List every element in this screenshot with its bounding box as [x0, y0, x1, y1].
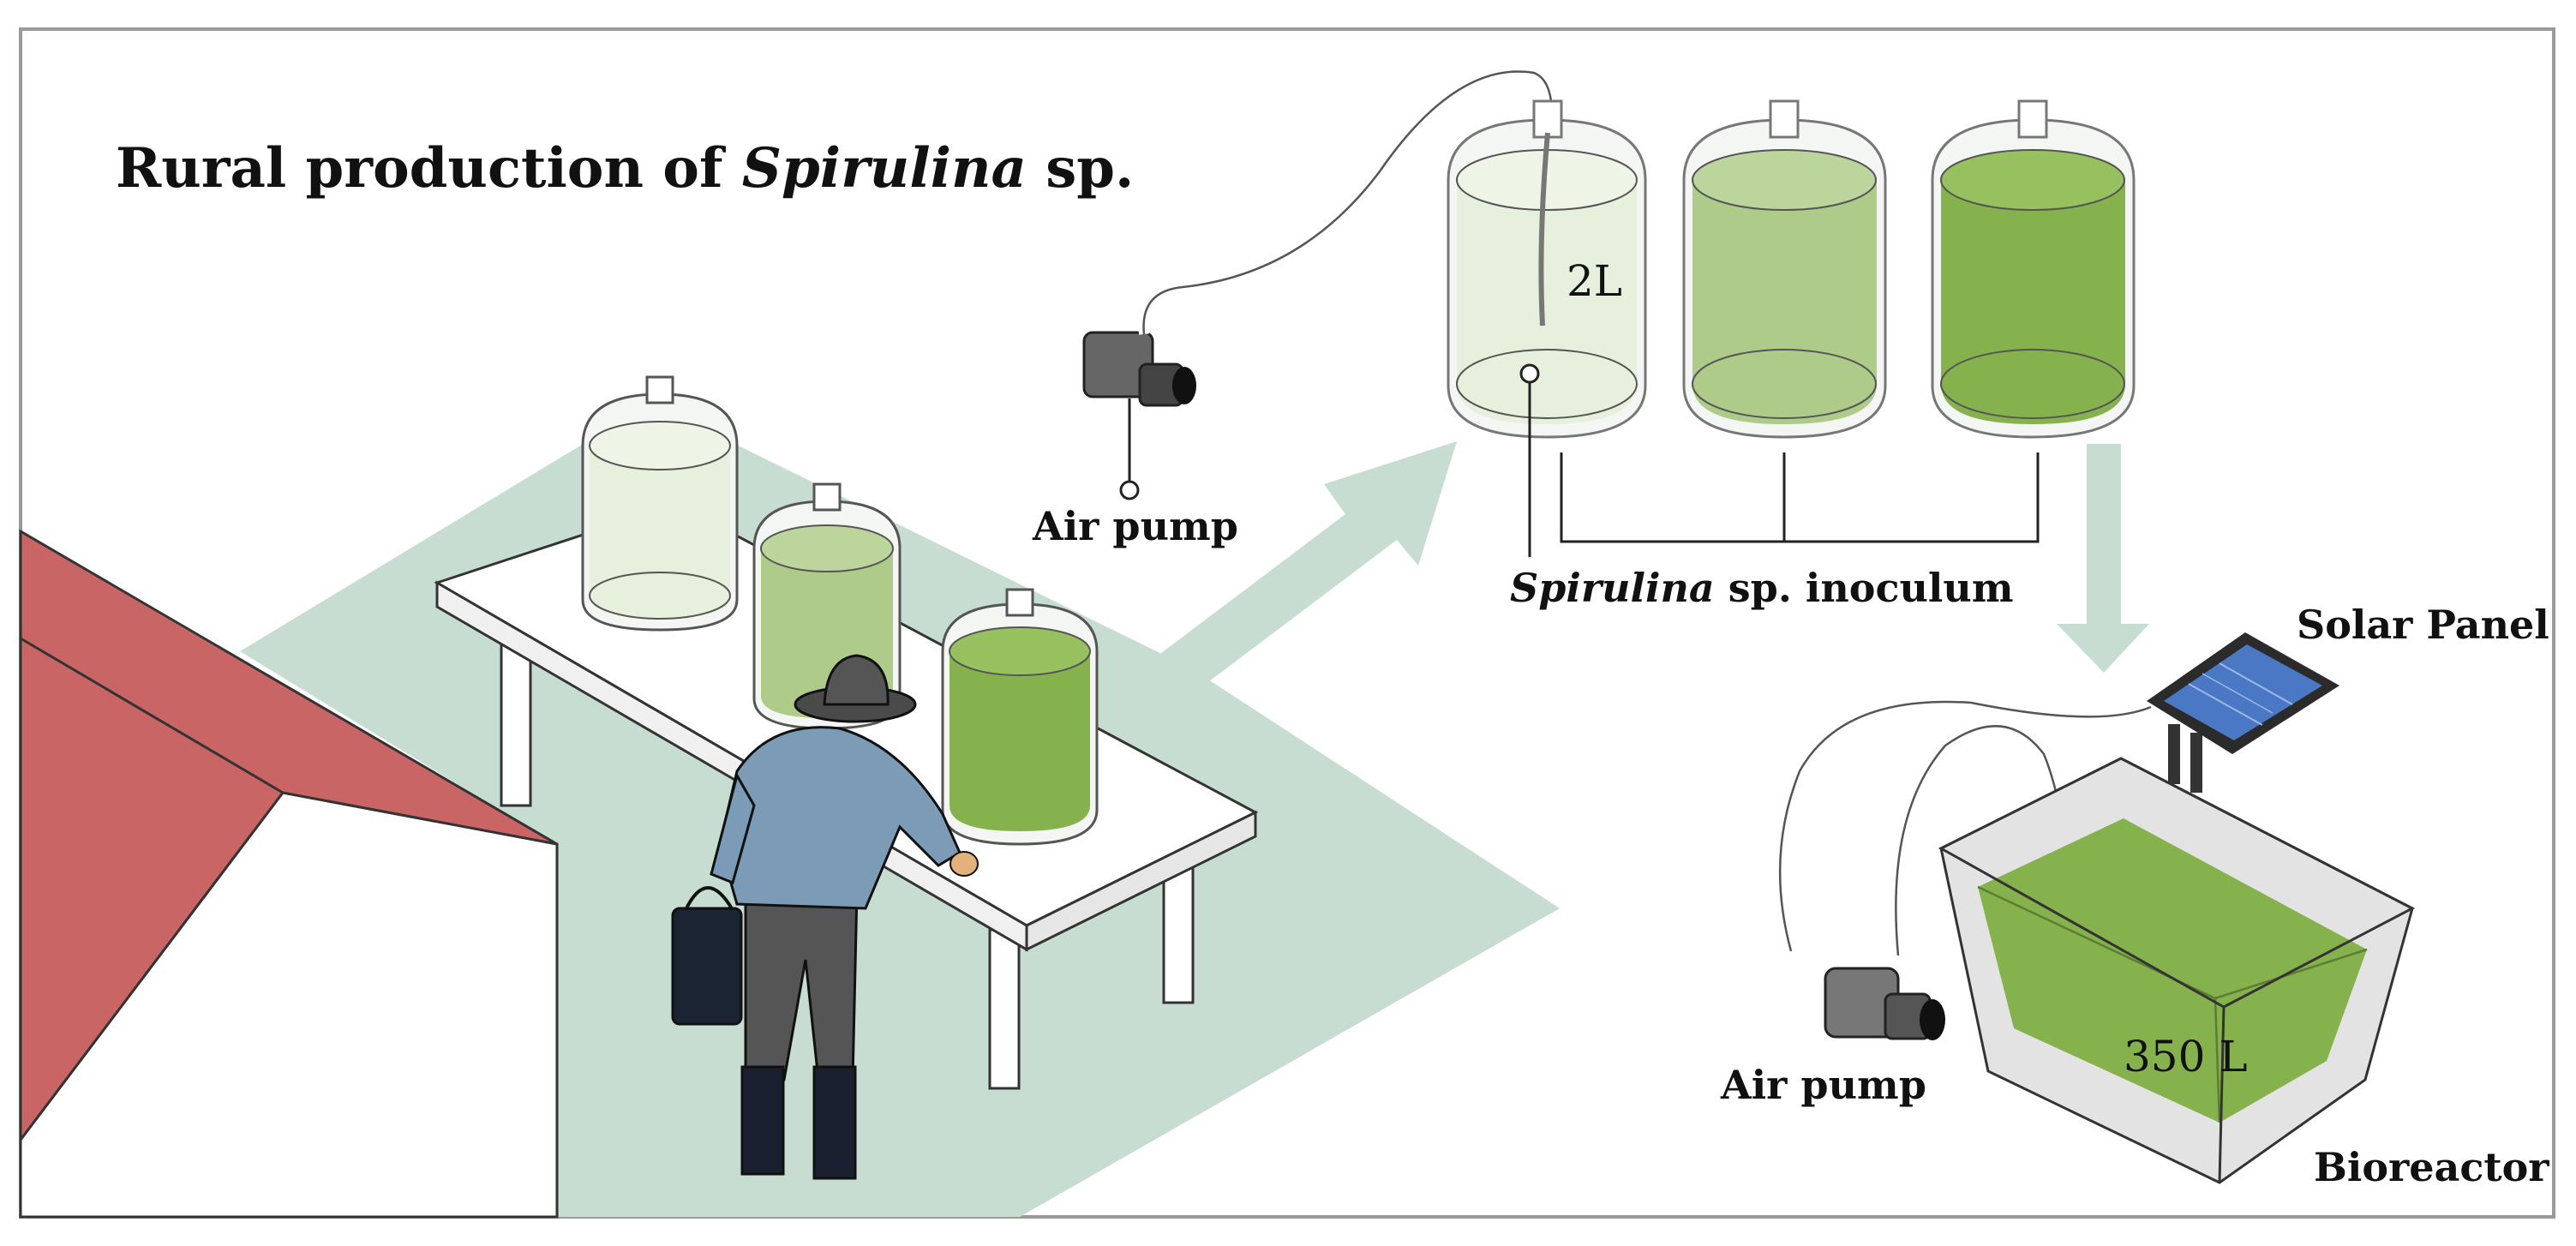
- bioreactor-label: Bioreactor: [2314, 1144, 2549, 1190]
- solar-panel: [2147, 632, 2339, 793]
- air-pump-outlet: [1172, 367, 1196, 404]
- farmer-bag-strap: [684, 886, 734, 912]
- jar-culture: [590, 446, 730, 619]
- air-pump-top-label: Air pump: [1032, 503, 1238, 549]
- jar-culture-top: [1692, 149, 1877, 211]
- jar-culture-bottom: [1940, 349, 2125, 419]
- aeration-tube: [1538, 132, 1550, 326]
- farmer-arm: [710, 772, 756, 885]
- solar-panel-grid: [2219, 662, 2293, 705]
- house: [19, 529, 559, 1219]
- solar-panel-label: Solar Panel: [2297, 602, 2549, 648]
- jar-culture-bottom: [1456, 349, 1638, 419]
- figure-title: Rural production of Spirulina sp.: [116, 136, 1134, 201]
- jar-neck: [812, 482, 842, 512]
- solar-panel-post: [2190, 733, 2202, 793]
- table-jar-dark: [941, 588, 1099, 846]
- inoculum-jar-dark: [1931, 99, 2136, 439]
- jar-culture-top: [1940, 149, 2125, 211]
- jar-culture-bottom: [589, 572, 731, 620]
- jar-neck: [1532, 99, 1563, 139]
- farmer-shirt: [718, 726, 962, 910]
- inoculum-label: Spirulina sp. inoculum: [1510, 565, 2014, 611]
- solar-cable-outline: [1778, 700, 2152, 952]
- farmer-figure: [671, 654, 979, 1180]
- jar-culture: [1941, 180, 2125, 424]
- tank-front-corner: [2218, 1006, 2226, 1183]
- table-leg: [500, 632, 532, 807]
- air-pump-bottom-label: Air pump: [1720, 1062, 1926, 1108]
- air-pump-top: [1082, 66, 1557, 500]
- flow-arrow-up: [1129, 441, 1457, 703]
- jar-culture-top: [589, 421, 731, 470]
- tank-rim: [1938, 757, 2416, 1009]
- air-pump-leader-dot: [1119, 480, 1140, 500]
- bioreactor-tank: [1938, 757, 2416, 1184]
- jar-culture: [1692, 180, 1877, 424]
- jar-neck: [2017, 99, 2048, 139]
- jar-culture: [1457, 180, 1637, 424]
- solar-panel-post: [2168, 724, 2180, 784]
- jar-neck: [645, 375, 674, 404]
- air-pump-outlet: [1920, 999, 1945, 1040]
- inoculum-jar-medium: [1682, 99, 1887, 439]
- farmer-bag: [671, 907, 743, 1026]
- air-pump-hose-outline: [1142, 70, 1553, 335]
- jar-culture-top: [760, 524, 894, 572]
- inoculum-leader-dot: [1519, 363, 1540, 384]
- jar-culture: [950, 651, 1090, 831]
- jar-culture-top: [949, 626, 1091, 676]
- table-jar-light: [581, 375, 739, 632]
- solar-panel-cells: [2164, 644, 2322, 740]
- tank-inner-corner: [2214, 997, 2221, 1123]
- jar-culture-bottom: [1692, 349, 1877, 419]
- jar-neck: [1005, 588, 1034, 617]
- air-pump-bottom: [1824, 967, 1945, 1040]
- tank-culture: [1978, 818, 2367, 1123]
- farmer-boot: [740, 1065, 785, 1176]
- solar-panel-grid: [2202, 673, 2273, 714]
- solar-panel-grid: [2188, 683, 2263, 726]
- flow-arrow-down: [2057, 444, 2149, 673]
- table-leg: [988, 928, 1021, 1090]
- jar-neck: [1769, 99, 1800, 139]
- roof-ridge: [20, 637, 284, 794]
- volume-2l-label: 2L: [1567, 256, 1622, 306]
- inoculum-bracket: [1560, 452, 2040, 543]
- farmer-boot: [812, 1065, 857, 1180]
- table-side-edge: [1025, 810, 1257, 952]
- table-leg: [1162, 855, 1195, 1004]
- farmer-hat-crown: [823, 654, 890, 706]
- inoculum-jar-2l: [1447, 99, 1647, 557]
- volume-350l-label: 350 L: [2124, 1032, 2248, 1081]
- farmer-hand: [950, 851, 979, 877]
